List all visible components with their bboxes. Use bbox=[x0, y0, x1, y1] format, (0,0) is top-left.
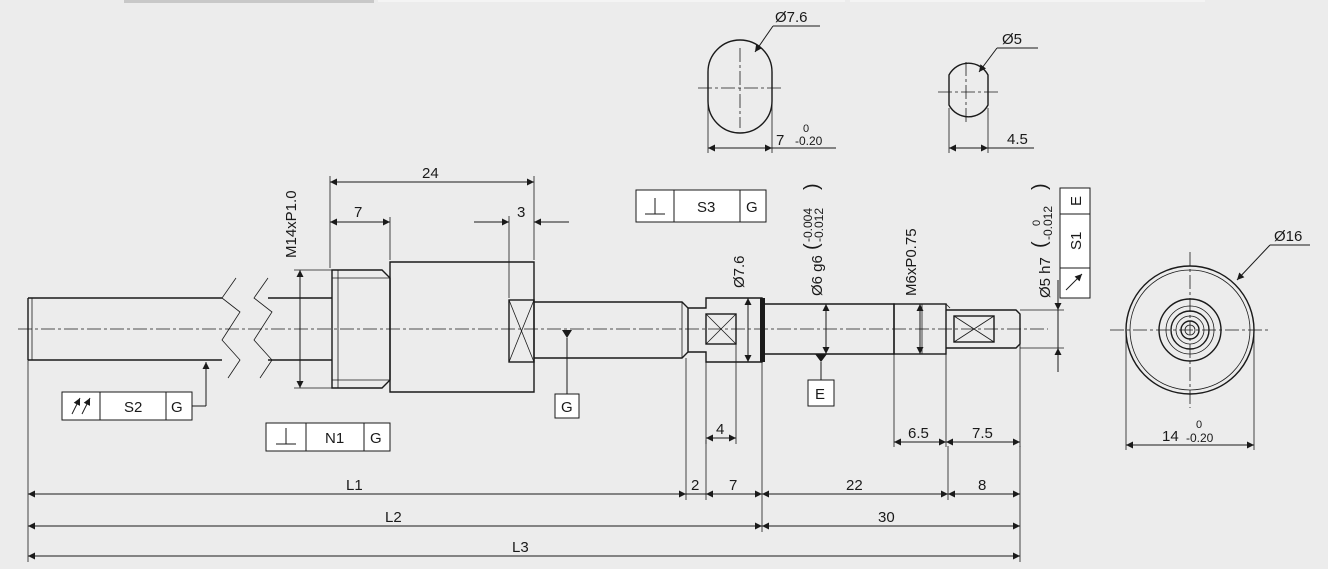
datum-e-label: E bbox=[815, 386, 825, 403]
paren-d6-close: ) bbox=[801, 183, 823, 190]
tol-0-a: 0 bbox=[803, 123, 809, 135]
dim-7: 7 bbox=[776, 132, 784, 149]
dim-4: 4 bbox=[716, 421, 724, 438]
tol-m0004: -0.004 bbox=[801, 208, 815, 242]
dim-8: 8 bbox=[978, 477, 986, 494]
lower-dimensions: 4 6.5 7.5 L1 2 7 22 8 L2 30 L3 bbox=[27, 344, 1021, 562]
dim-7-upper: 7 bbox=[354, 204, 362, 221]
dim-d16: Ø16 bbox=[1274, 228, 1302, 245]
dim-L1: L1 bbox=[346, 477, 363, 494]
dim-d6-g6: Ø6 g6 bbox=[809, 255, 826, 296]
frame-n1-value: N1 bbox=[325, 430, 344, 447]
frame-s2-value: S2 bbox=[124, 399, 142, 416]
dim-24: 24 bbox=[422, 165, 439, 182]
section-view-d5: Ø5 4.5 bbox=[938, 31, 1038, 153]
dim-d7-6-top: Ø7.6 bbox=[775, 9, 808, 26]
upper-dimensions: 24 7 3 M14xP1.0 Ø7.6 Ø6 g6 ( -0.004 -0.0… bbox=[283, 165, 1064, 389]
paren-d5-close: ) bbox=[1029, 183, 1051, 190]
dim-4-5: 4.5 bbox=[1007, 131, 1028, 148]
frame-s2-datum: G bbox=[171, 399, 183, 416]
end-view-d16: Ø16 14 0 -0.20 bbox=[1110, 228, 1310, 450]
dim-3: 3 bbox=[517, 204, 525, 221]
tol-m0012-b: -0.012 bbox=[1041, 206, 1055, 240]
dim-d5-h7: Ø5 h7 bbox=[1037, 257, 1054, 298]
dim-d5-top: Ø5 bbox=[1002, 31, 1022, 48]
frame-n1-datum: G bbox=[370, 430, 382, 447]
frame-s3-value: S3 bbox=[697, 199, 715, 216]
tol-m020-a: -0.20 bbox=[795, 134, 823, 148]
paren-d5: ( bbox=[1029, 241, 1051, 248]
tol-m020-b: -0.20 bbox=[1186, 431, 1214, 445]
section-view-d7-6: Ø7.6 7 0 -0.20 bbox=[698, 9, 836, 153]
tol-0-b: 0 bbox=[1196, 419, 1202, 431]
dim-7-5: 7.5 bbox=[972, 425, 993, 442]
dim-d7-6-side: Ø7.6 bbox=[731, 255, 748, 288]
datum-g-label: G bbox=[561, 399, 573, 416]
dim-22: 22 bbox=[846, 477, 863, 494]
thread-m6: M6xP0.75 bbox=[903, 228, 920, 296]
dim-L2: L2 bbox=[385, 509, 402, 526]
frame-s1-value: S1 bbox=[1068, 232, 1085, 250]
dim-7-lower: 7 bbox=[729, 477, 737, 494]
tol-m0012: -0.012 bbox=[812, 208, 826, 242]
frame-s1: S1 E bbox=[1059, 187, 1091, 299]
frame-s1-datum: E bbox=[1068, 196, 1085, 206]
dim-2: 2 bbox=[691, 477, 699, 494]
frame-s2: S2 G bbox=[61, 362, 210, 421]
frame-n1: N1 G bbox=[265, 422, 391, 452]
frame-s3: S3 G bbox=[635, 189, 767, 223]
dim-6-5: 6.5 bbox=[908, 425, 929, 442]
top-tab-strip bbox=[124, 0, 374, 3]
thread-m14: M14xP1.0 bbox=[283, 190, 300, 258]
datum-e: E bbox=[807, 354, 835, 407]
dim-14: 14 bbox=[1162, 428, 1179, 445]
shaft-outline bbox=[27, 261, 1021, 393]
paren-d6: ( bbox=[801, 243, 823, 250]
tol-0-c: 0 bbox=[1031, 220, 1043, 226]
dim-30: 30 bbox=[878, 509, 895, 526]
datum-g: G bbox=[554, 330, 580, 419]
dim-L3: L3 bbox=[512, 539, 529, 556]
frame-s3-datum: G bbox=[746, 199, 758, 216]
